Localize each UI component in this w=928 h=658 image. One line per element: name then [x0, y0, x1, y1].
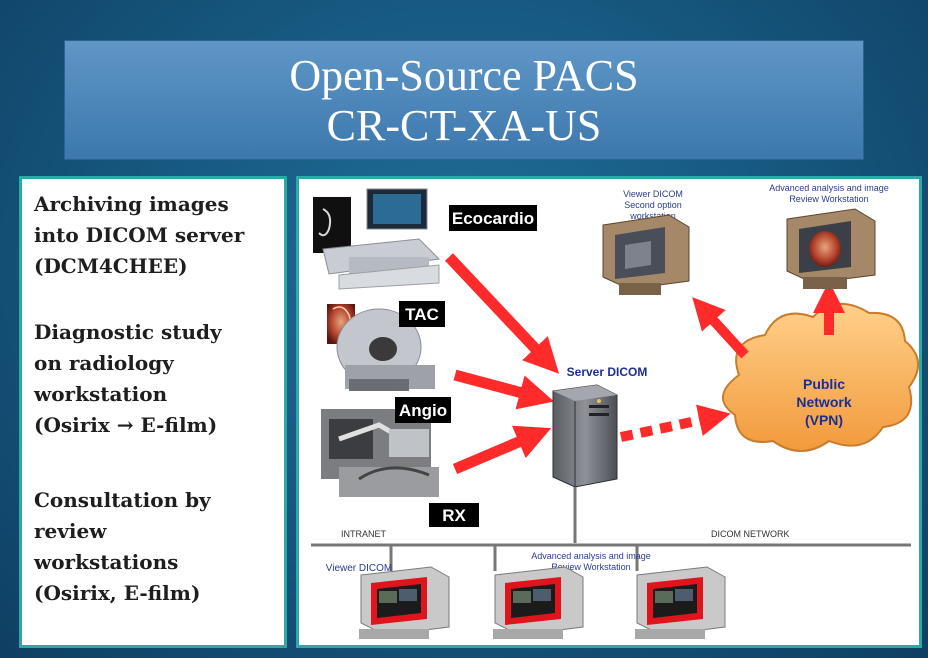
ecocardio-label-box	[449, 205, 537, 231]
remote-advanced-label-1: Advanced analysis and image	[769, 183, 889, 193]
rx-label: RX	[442, 506, 466, 525]
angio-label-box	[395, 397, 451, 423]
ecocardio-label: Ecocardio	[452, 209, 534, 228]
local-advanced-label-1: Advanced analysis and image	[531, 551, 651, 561]
remote-viewer-label-3: workstation	[629, 211, 676, 221]
local-viewer-label: Viewer DICOM	[326, 563, 393, 574]
arrow-tac-to-server	[453, 369, 554, 410]
local-advanced-label-2: Review Workstation	[551, 562, 630, 572]
remote-advanced-monitor-icon	[786, 208, 876, 289]
public-network-cloud	[722, 302, 919, 452]
tac-label: TAC	[405, 305, 439, 324]
server-label: Server DICOM	[567, 365, 648, 379]
rx-label-box	[429, 503, 479, 527]
arrow-server-to-cloud	[619, 404, 731, 442]
bullet-diagnostic: Diagnostic study on radiology workstatio…	[34, 320, 222, 437]
arrow-cloud-to-viewer	[692, 297, 749, 359]
text-panel: Archiving images into DICOM server (DCM4…	[19, 176, 287, 648]
ecocardio-machine-icon	[313, 188, 441, 290]
remote-viewer-monitor-icon	[602, 214, 690, 295]
angio-system-icon	[321, 409, 439, 497]
title-banner: Open-Source PACS CR-CT-XA-US	[64, 40, 864, 160]
local-workstation-3-icon	[635, 566, 726, 639]
tac-scanner-icon	[327, 304, 435, 391]
bullet-consultation: Consultation by review workstations (Osi…	[34, 488, 211, 605]
network-diagram: Ecocardio TAC Angio	[296, 176, 922, 648]
local-workstation-2-icon	[493, 566, 584, 639]
cloud-label-line-3: (VPN)	[805, 412, 843, 428]
server-tower-icon	[552, 384, 618, 488]
diagram-canvas: Ecocardio TAC Angio	[311, 183, 919, 639]
dicom-network-label: DICOM NETWORK	[711, 529, 790, 539]
intranet-label: INTRANET	[341, 529, 387, 539]
title-line-2: CR-CT-XA-US	[326, 101, 602, 150]
remote-advanced-label-2: Review Workstation	[789, 194, 868, 204]
remote-viewer-label-2: Second option	[624, 200, 682, 210]
local-workstation-1-icon	[359, 566, 450, 639]
cloud-label-line-1: Public	[803, 376, 845, 392]
arrow-angio-to-server	[452, 425, 552, 475]
remote-viewer-label-1: Viewer DICOM	[623, 189, 683, 199]
title-line-1: Open-Source PACS	[289, 51, 639, 100]
bullet-archiving: Archiving images into DICOM server (DCM4…	[34, 192, 245, 278]
tac-label-box	[399, 301, 445, 327]
cloud-label-line-2: Network	[796, 394, 851, 410]
arrow-ecocardio-to-server	[444, 253, 560, 374]
angio-label: Angio	[399, 401, 447, 420]
